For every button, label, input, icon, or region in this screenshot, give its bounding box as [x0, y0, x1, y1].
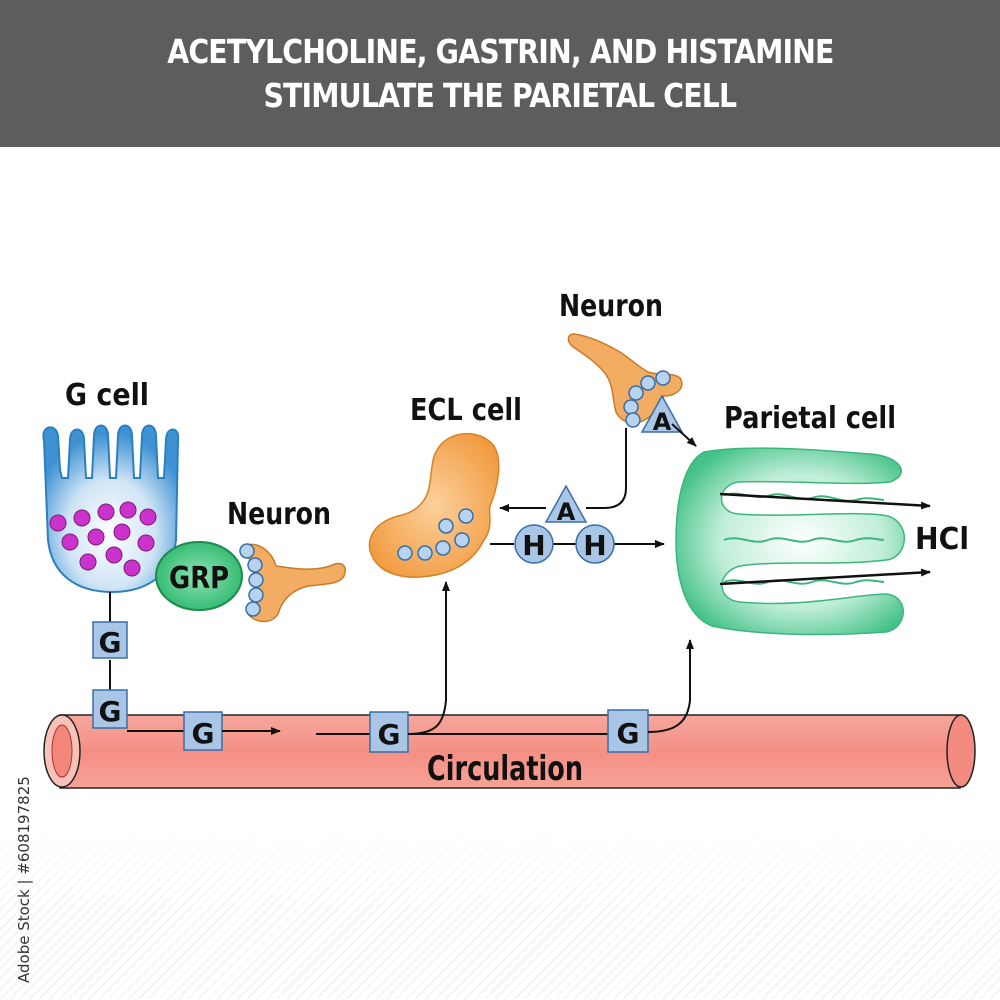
- svg-text:A: A: [653, 408, 672, 436]
- g-cell-granules: [49, 501, 157, 577]
- gastrin-molecule: G: [92, 689, 128, 729]
- hcl-arrow-lower: [719, 568, 931, 586]
- title-line-2: STIMULATE THE PARIETAL CELL: [263, 75, 738, 115]
- svg-text:G: G: [99, 626, 122, 659]
- acetylcholine-line: [586, 428, 627, 509]
- histamine-molecule: H: [514, 524, 554, 564]
- hcl-label: HCl: [915, 522, 969, 557]
- svg-text:G: G: [617, 717, 640, 750]
- parietal-cell-label: Parietal cell: [724, 401, 896, 436]
- g-cell-label: G cell: [65, 378, 149, 413]
- neuron-left-label: Neuron: [227, 497, 331, 532]
- hatch-fade: [0, 820, 1000, 910]
- ecl-vesicles: [397, 508, 474, 561]
- svg-text:H: H: [583, 529, 606, 562]
- grp-molecule: [155, 541, 243, 611]
- svg-text:H: H: [522, 529, 545, 562]
- parietal-cell: [675, 447, 905, 636]
- hcl-arrow-upper: [719, 492, 931, 510]
- grp-label: GRP: [169, 561, 229, 596]
- neuron-top-vesicles: [623, 370, 671, 428]
- acetylcholine-arrow-parietal: [671, 423, 697, 447]
- acetylcholine-molecule: A: [640, 394, 684, 436]
- gastrin-molecule: G: [607, 709, 649, 753]
- gastrin-molecule: G: [92, 621, 128, 659]
- ecl-cell: [368, 432, 500, 578]
- ecl-cell-label: ECL cell: [410, 393, 522, 428]
- acetylcholine-molecule: A: [544, 484, 588, 526]
- arrow-to-ecl: [407, 581, 450, 735]
- circulation-label: Circulation: [427, 749, 583, 789]
- gastrin-molecule: G: [183, 711, 223, 751]
- neuron-top-label: Neuron: [559, 289, 663, 324]
- svg-text:G: G: [378, 718, 401, 751]
- gastrin-molecule: G: [369, 711, 409, 753]
- title-line-1: ACETYLCHOLINE, GASTRIN, AND HISTAMINE: [166, 31, 834, 71]
- stock-id-watermark: Adobe Stock | #608197825: [15, 776, 33, 984]
- neuron-left-vesicles: [239, 543, 264, 617]
- title-banner: ACETYLCHOLINE, GASTRIN, AND HISTAMINE ST…: [0, 0, 1000, 147]
- svg-text:G: G: [99, 695, 122, 728]
- svg-text:G: G: [192, 717, 215, 750]
- svg-text:A: A: [557, 498, 576, 526]
- arrow-to-parietal: [647, 639, 694, 733]
- histamine-molecule: H: [575, 524, 615, 564]
